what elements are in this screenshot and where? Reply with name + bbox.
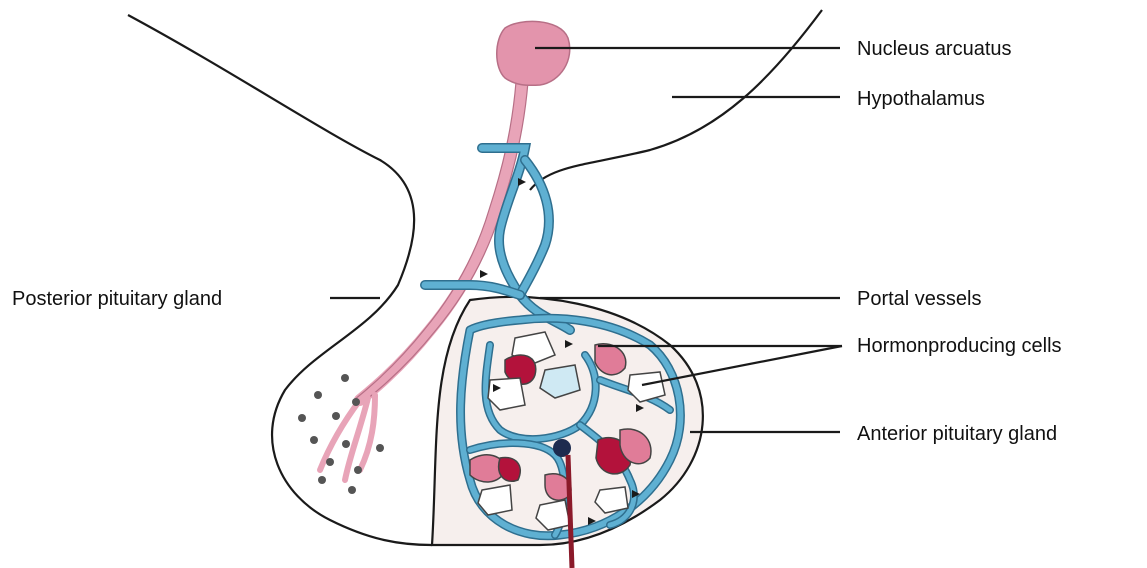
label-nucleus-arcuatus: Nucleus arcuatus xyxy=(857,38,1012,60)
label-anterior-pituitary: Anterior pituitary gland xyxy=(857,423,1057,445)
label-portal-vessels: Portal vessels xyxy=(857,288,982,310)
hypothalamus-outline-right xyxy=(530,10,822,190)
central-cell xyxy=(553,439,571,457)
label-hormone-cells: Hormonproducing cells xyxy=(857,335,1062,357)
nucleus-arcuatus xyxy=(497,21,570,85)
label-posterior-pituitary: Posterior pituitary gland xyxy=(12,288,222,310)
hypothalamus-outline xyxy=(128,15,432,545)
label-hypothalamus: Hypothalamus xyxy=(857,88,985,110)
axon-branch xyxy=(320,395,375,480)
